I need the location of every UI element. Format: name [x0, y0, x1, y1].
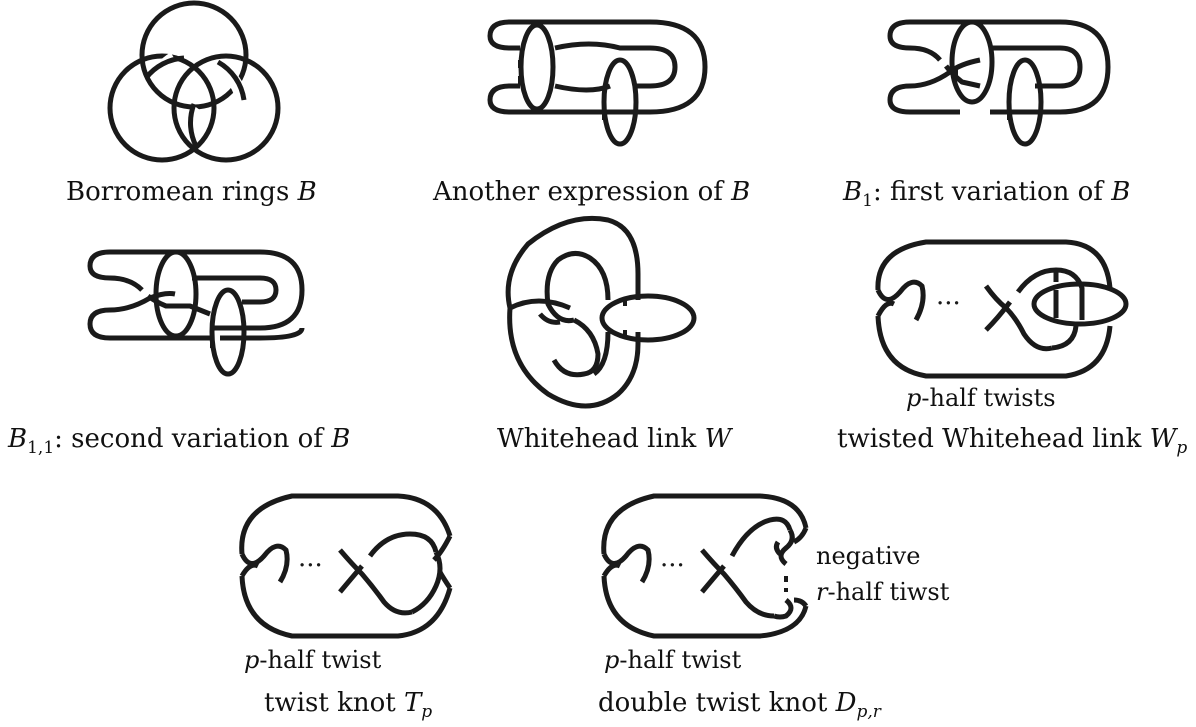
- annotation-twist-knot: p-half twist: [244, 646, 382, 674]
- annotation-twisted-whitehead: p-half twists: [906, 384, 1056, 412]
- caption-whitehead: Whitehead link W: [497, 424, 732, 454]
- side-label-negative: negative: [816, 542, 921, 570]
- twist-knot-diagram: ···: [228, 476, 468, 646]
- annotation-double-twist-knot: p-half twist: [604, 646, 742, 674]
- caption-another-expression: Another expression of B: [433, 177, 751, 207]
- twisted-whitehead-link-diagram: ···: [866, 230, 1141, 385]
- double-twist-knot-diagram: ···: [590, 476, 820, 646]
- another-expression-diagram: [480, 12, 715, 162]
- caption-twisted-whitehead: twisted Whitehead link Wp: [837, 424, 1188, 459]
- svg-text:···: ···: [298, 551, 323, 581]
- side-label-r-half-twist: r-half tiwst: [816, 578, 950, 606]
- second-variation-diagram: [80, 240, 320, 390]
- caption-borromean: Borromean rings B: [66, 177, 317, 207]
- svg-text:···: ···: [936, 289, 961, 319]
- caption-double-twist-knot: double twist knot Dp,r: [598, 688, 881, 723]
- caption-first-variation: B1: first variation of B: [843, 177, 1131, 212]
- whitehead-link-diagram: [498, 214, 708, 414]
- caption-second-variation: B1,1: second variation of B: [8, 424, 351, 459]
- caption-twist-knot: twist knot Tp: [264, 688, 433, 723]
- borromean-rings-diagram: [100, 0, 300, 165]
- first-variation-diagram: [880, 12, 1120, 162]
- svg-text:···: ···: [660, 551, 685, 581]
